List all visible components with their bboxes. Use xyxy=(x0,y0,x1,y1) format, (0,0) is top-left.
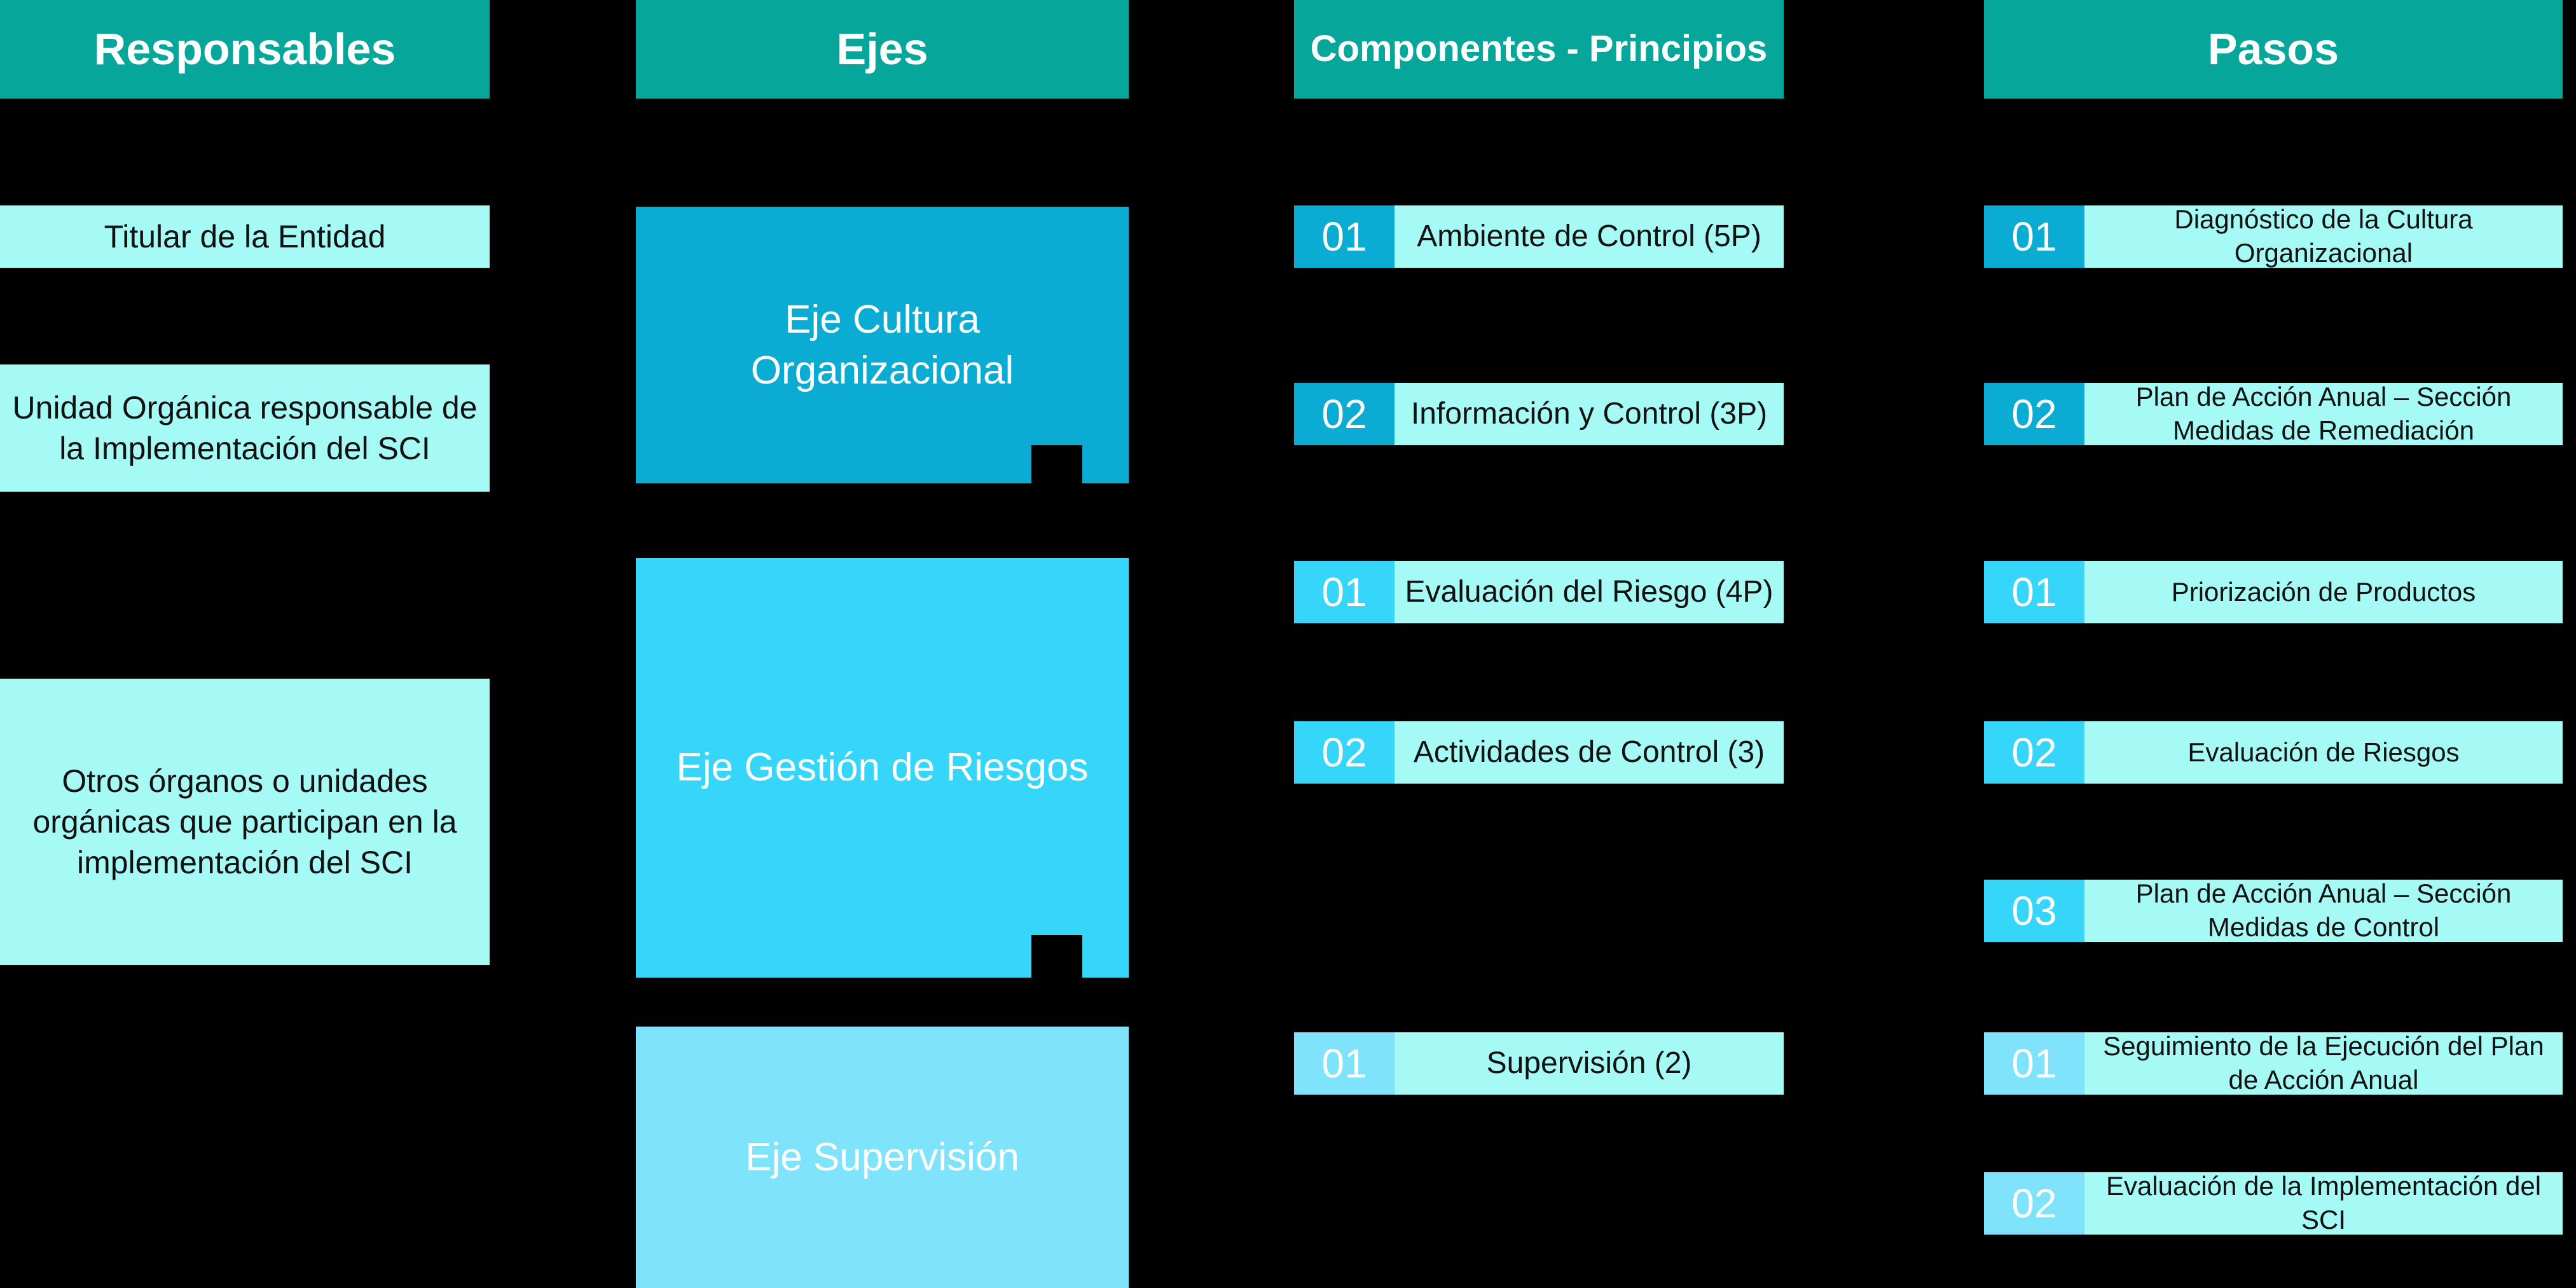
eje-label: Eje Gestión de Riesgos xyxy=(676,745,1089,790)
paso-label: Diagnóstico de la Cultura Organizacional xyxy=(2174,204,2473,268)
paso-row[interactable]: 03 Plan de Acción Anual – Sección Medida… xyxy=(1984,878,2563,942)
paso-number-chip: 02 xyxy=(1984,721,2084,784)
responsable-box-otros-organos[interactable]: Otros órganos o unidades orgánicas que p… xyxy=(0,679,490,965)
paso-number-chip: 02 xyxy=(1984,383,2084,445)
paso-row[interactable]: 01 Seguimiento de la Ejecución del Plan … xyxy=(1984,1031,2563,1095)
paso-number-chip: 01 xyxy=(1984,205,2084,268)
responsable-label: Unidad Orgánica responsable de la Implem… xyxy=(12,390,478,466)
componente-label: Supervisión (2) xyxy=(1486,1046,1692,1080)
componente-number-chip: 01 xyxy=(1294,205,1395,268)
paso-number: 01 xyxy=(2011,214,2057,260)
eje-riesgos-notch xyxy=(1031,935,1082,978)
componente-number-chip: 02 xyxy=(1294,383,1395,445)
column-header-ejes: Ejes xyxy=(636,0,1129,99)
componente-number: 01 xyxy=(1321,569,1367,615)
paso-row[interactable]: 02 Evaluación de la Implementación del S… xyxy=(1984,1171,2563,1235)
componente-number: 02 xyxy=(1321,391,1367,437)
column-header-pasos: Pasos xyxy=(1984,0,2563,99)
componente-number: 01 xyxy=(1321,214,1367,260)
paso-label: Plan de Acción Anual – Sección Medidas d… xyxy=(2135,382,2512,445)
column-header-componentes: Componentes - Principios xyxy=(1294,0,1784,99)
paso-label: Evaluación de la Implementación del SCI xyxy=(2105,1171,2542,1235)
paso-number: 02 xyxy=(2011,1181,2057,1226)
paso-row[interactable]: 01 Diagnóstico de la Cultura Organizacio… xyxy=(1984,204,2563,268)
componente-row[interactable]: 01 Evaluación del Riesgo (4P) xyxy=(1294,561,1784,623)
componente-row[interactable]: 01 Supervisión (2) xyxy=(1294,1032,1784,1095)
paso-label: Priorización de Productos xyxy=(2171,576,2476,607)
componente-label: Actividades de Control (3) xyxy=(1413,735,1765,769)
componente-number-chip: 01 xyxy=(1294,1032,1395,1095)
componente-number: 01 xyxy=(1321,1041,1367,1086)
paso-number: 01 xyxy=(2011,1041,2057,1086)
paso-number-chip: 01 xyxy=(1984,1032,2084,1095)
paso-row[interactable]: 01 Priorización de Productos xyxy=(1984,561,2563,623)
eje-cultura-notch xyxy=(1031,445,1082,485)
paso-number-chip: 03 xyxy=(1984,880,2084,942)
componente-label: Ambiente de Control (5P) xyxy=(1417,219,1761,253)
componente-number-chip: 01 xyxy=(1294,561,1395,623)
responsable-label: Titular de la Entidad xyxy=(104,219,386,254)
paso-number-chip: 02 xyxy=(1984,1172,2084,1235)
column-header-componentes-label: Componentes - Principios xyxy=(1310,28,1768,70)
paso-number: 01 xyxy=(2011,569,2057,615)
componente-number-chip: 02 xyxy=(1294,721,1395,784)
paso-row[interactable]: 02 Plan de Acción Anual – Sección Medida… xyxy=(1984,382,2563,445)
responsable-box-unidad-organica[interactable]: Unidad Orgánica responsable de la Implem… xyxy=(0,364,490,492)
eje-label: Eje Cultura Organizacional xyxy=(750,298,1014,392)
paso-number: 02 xyxy=(2011,391,2057,437)
column-header-pasos-label: Pasos xyxy=(2207,24,2339,74)
eje-box-cultura-organizacional[interactable]: Eje Cultura Organizacional xyxy=(636,207,1129,483)
componente-label: Información y Control (3P) xyxy=(1410,396,1768,431)
column-header-ejes-label: Ejes xyxy=(836,24,928,74)
paso-number: 03 xyxy=(2011,888,2057,934)
componente-label: Evaluación del Riesgo (4P) xyxy=(1405,574,1774,609)
responsable-box-titular[interactable]: Titular de la Entidad xyxy=(0,205,490,268)
paso-label: Seguimiento de la Ejecución del Plan de … xyxy=(2103,1031,2544,1095)
paso-label: Plan de Acción Anual – Sección Medidas d… xyxy=(2135,878,2512,942)
componente-number: 02 xyxy=(1321,730,1367,775)
eje-box-gestion-de-riesgos[interactable]: Eje Gestión de Riesgos xyxy=(636,558,1129,978)
paso-number: 02 xyxy=(2011,730,2057,775)
paso-number-chip: 01 xyxy=(1984,561,2084,623)
componente-row[interactable]: 02 Información y Control (3P) xyxy=(1294,383,1784,445)
eje-box-supervision[interactable]: Eje Supervisión xyxy=(636,1027,1129,1288)
column-header-responsables: Responsables xyxy=(0,0,490,99)
paso-label: Evaluación de Riesgos xyxy=(2187,737,2460,767)
responsable-label: Otros órganos o unidades orgánicas que p… xyxy=(32,763,457,880)
eje-label: Eje Supervisión xyxy=(745,1135,1019,1179)
componente-row[interactable]: 01 Ambiente de Control (5P) xyxy=(1294,205,1784,268)
paso-row[interactable]: 02 Evaluación de Riesgos xyxy=(1984,721,2563,784)
componente-row[interactable]: 02 Actividades de Control (3) xyxy=(1294,721,1784,784)
column-header-responsables-label: Responsables xyxy=(93,24,396,74)
